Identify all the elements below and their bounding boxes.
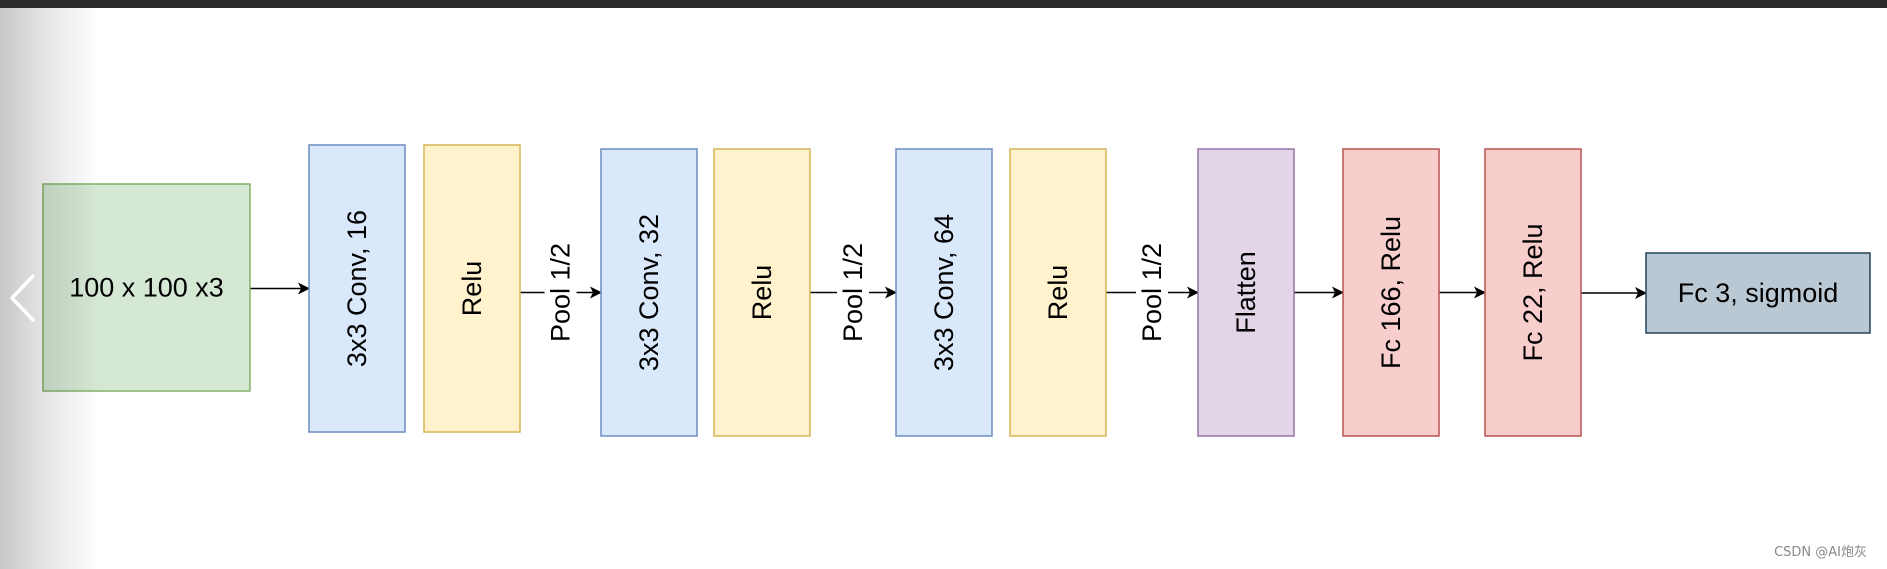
chevron-left-icon[interactable] bbox=[6, 272, 40, 324]
edge-label-background bbox=[837, 230, 869, 355]
node-flatten: Flatten bbox=[1197, 148, 1295, 437]
node-label-conv16: 3x3 Conv, 16 bbox=[342, 210, 372, 367]
edge-label-background bbox=[544, 230, 577, 355]
node-box-conv64 bbox=[895, 148, 993, 437]
node-label-input: 100 x 100 x3 bbox=[69, 273, 224, 303]
edge-label-relu1-conv32: Pool 1/2 bbox=[546, 243, 576, 342]
node-label-fc166: Fc 166, Relu bbox=[1376, 216, 1406, 369]
node-box-fc22 bbox=[1484, 148, 1582, 437]
node-box-conv32 bbox=[600, 148, 698, 437]
top-bar bbox=[0, 0, 1887, 8]
node-box-relu3 bbox=[1009, 148, 1107, 437]
edge-relu2-conv64: Pool 1/2 bbox=[810, 230, 897, 355]
node-label-relu2: Relu bbox=[747, 265, 777, 321]
node-input: 100 x 100 x3 bbox=[42, 183, 251, 392]
node-relu1: Relu bbox=[423, 144, 521, 433]
node-fc166: Fc 166, Relu bbox=[1342, 148, 1440, 437]
node-fc22: Fc 22, Relu bbox=[1484, 148, 1582, 437]
node-box-relu1 bbox=[423, 144, 521, 433]
edge-label-relu3-flatten: Pool 1/2 bbox=[1137, 243, 1167, 342]
left-edge-shade bbox=[0, 8, 100, 569]
node-label-flatten: Flatten bbox=[1231, 251, 1261, 334]
node-label-fc3: Fc 3, sigmoid bbox=[1678, 278, 1839, 308]
node-label-fc22: Fc 22, Relu bbox=[1518, 223, 1548, 361]
node-fc3: Fc 3, sigmoid bbox=[1645, 252, 1871, 334]
node-box-fc3 bbox=[1645, 252, 1871, 334]
node-conv16: 3x3 Conv, 16 bbox=[308, 144, 406, 433]
node-relu2: Relu bbox=[713, 148, 811, 437]
node-box-flatten bbox=[1197, 148, 1295, 437]
edge-label-background bbox=[1136, 230, 1168, 355]
node-label-conv64: 3x3 Conv, 64 bbox=[929, 214, 959, 371]
node-conv32: 3x3 Conv, 32 bbox=[600, 148, 698, 437]
edge-label-relu2-conv64: Pool 1/2 bbox=[838, 243, 868, 342]
node-box-conv16 bbox=[308, 144, 406, 433]
node-label-conv32: 3x3 Conv, 32 bbox=[634, 214, 664, 371]
node-label-relu3: Relu bbox=[1043, 265, 1073, 321]
node-relu3: Relu bbox=[1009, 148, 1107, 437]
node-box-input bbox=[42, 183, 251, 392]
edge-relu1-conv32: Pool 1/2 bbox=[520, 230, 602, 355]
watermark: CSDN @AI炮灰 bbox=[1774, 545, 1867, 560]
node-conv64: 3x3 Conv, 64 bbox=[895, 148, 993, 437]
node-box-fc166 bbox=[1342, 148, 1440, 437]
node-box-relu2 bbox=[713, 148, 811, 437]
node-label-relu1: Relu bbox=[457, 261, 487, 317]
edge-relu3-flatten: Pool 1/2 bbox=[1106, 230, 1199, 355]
